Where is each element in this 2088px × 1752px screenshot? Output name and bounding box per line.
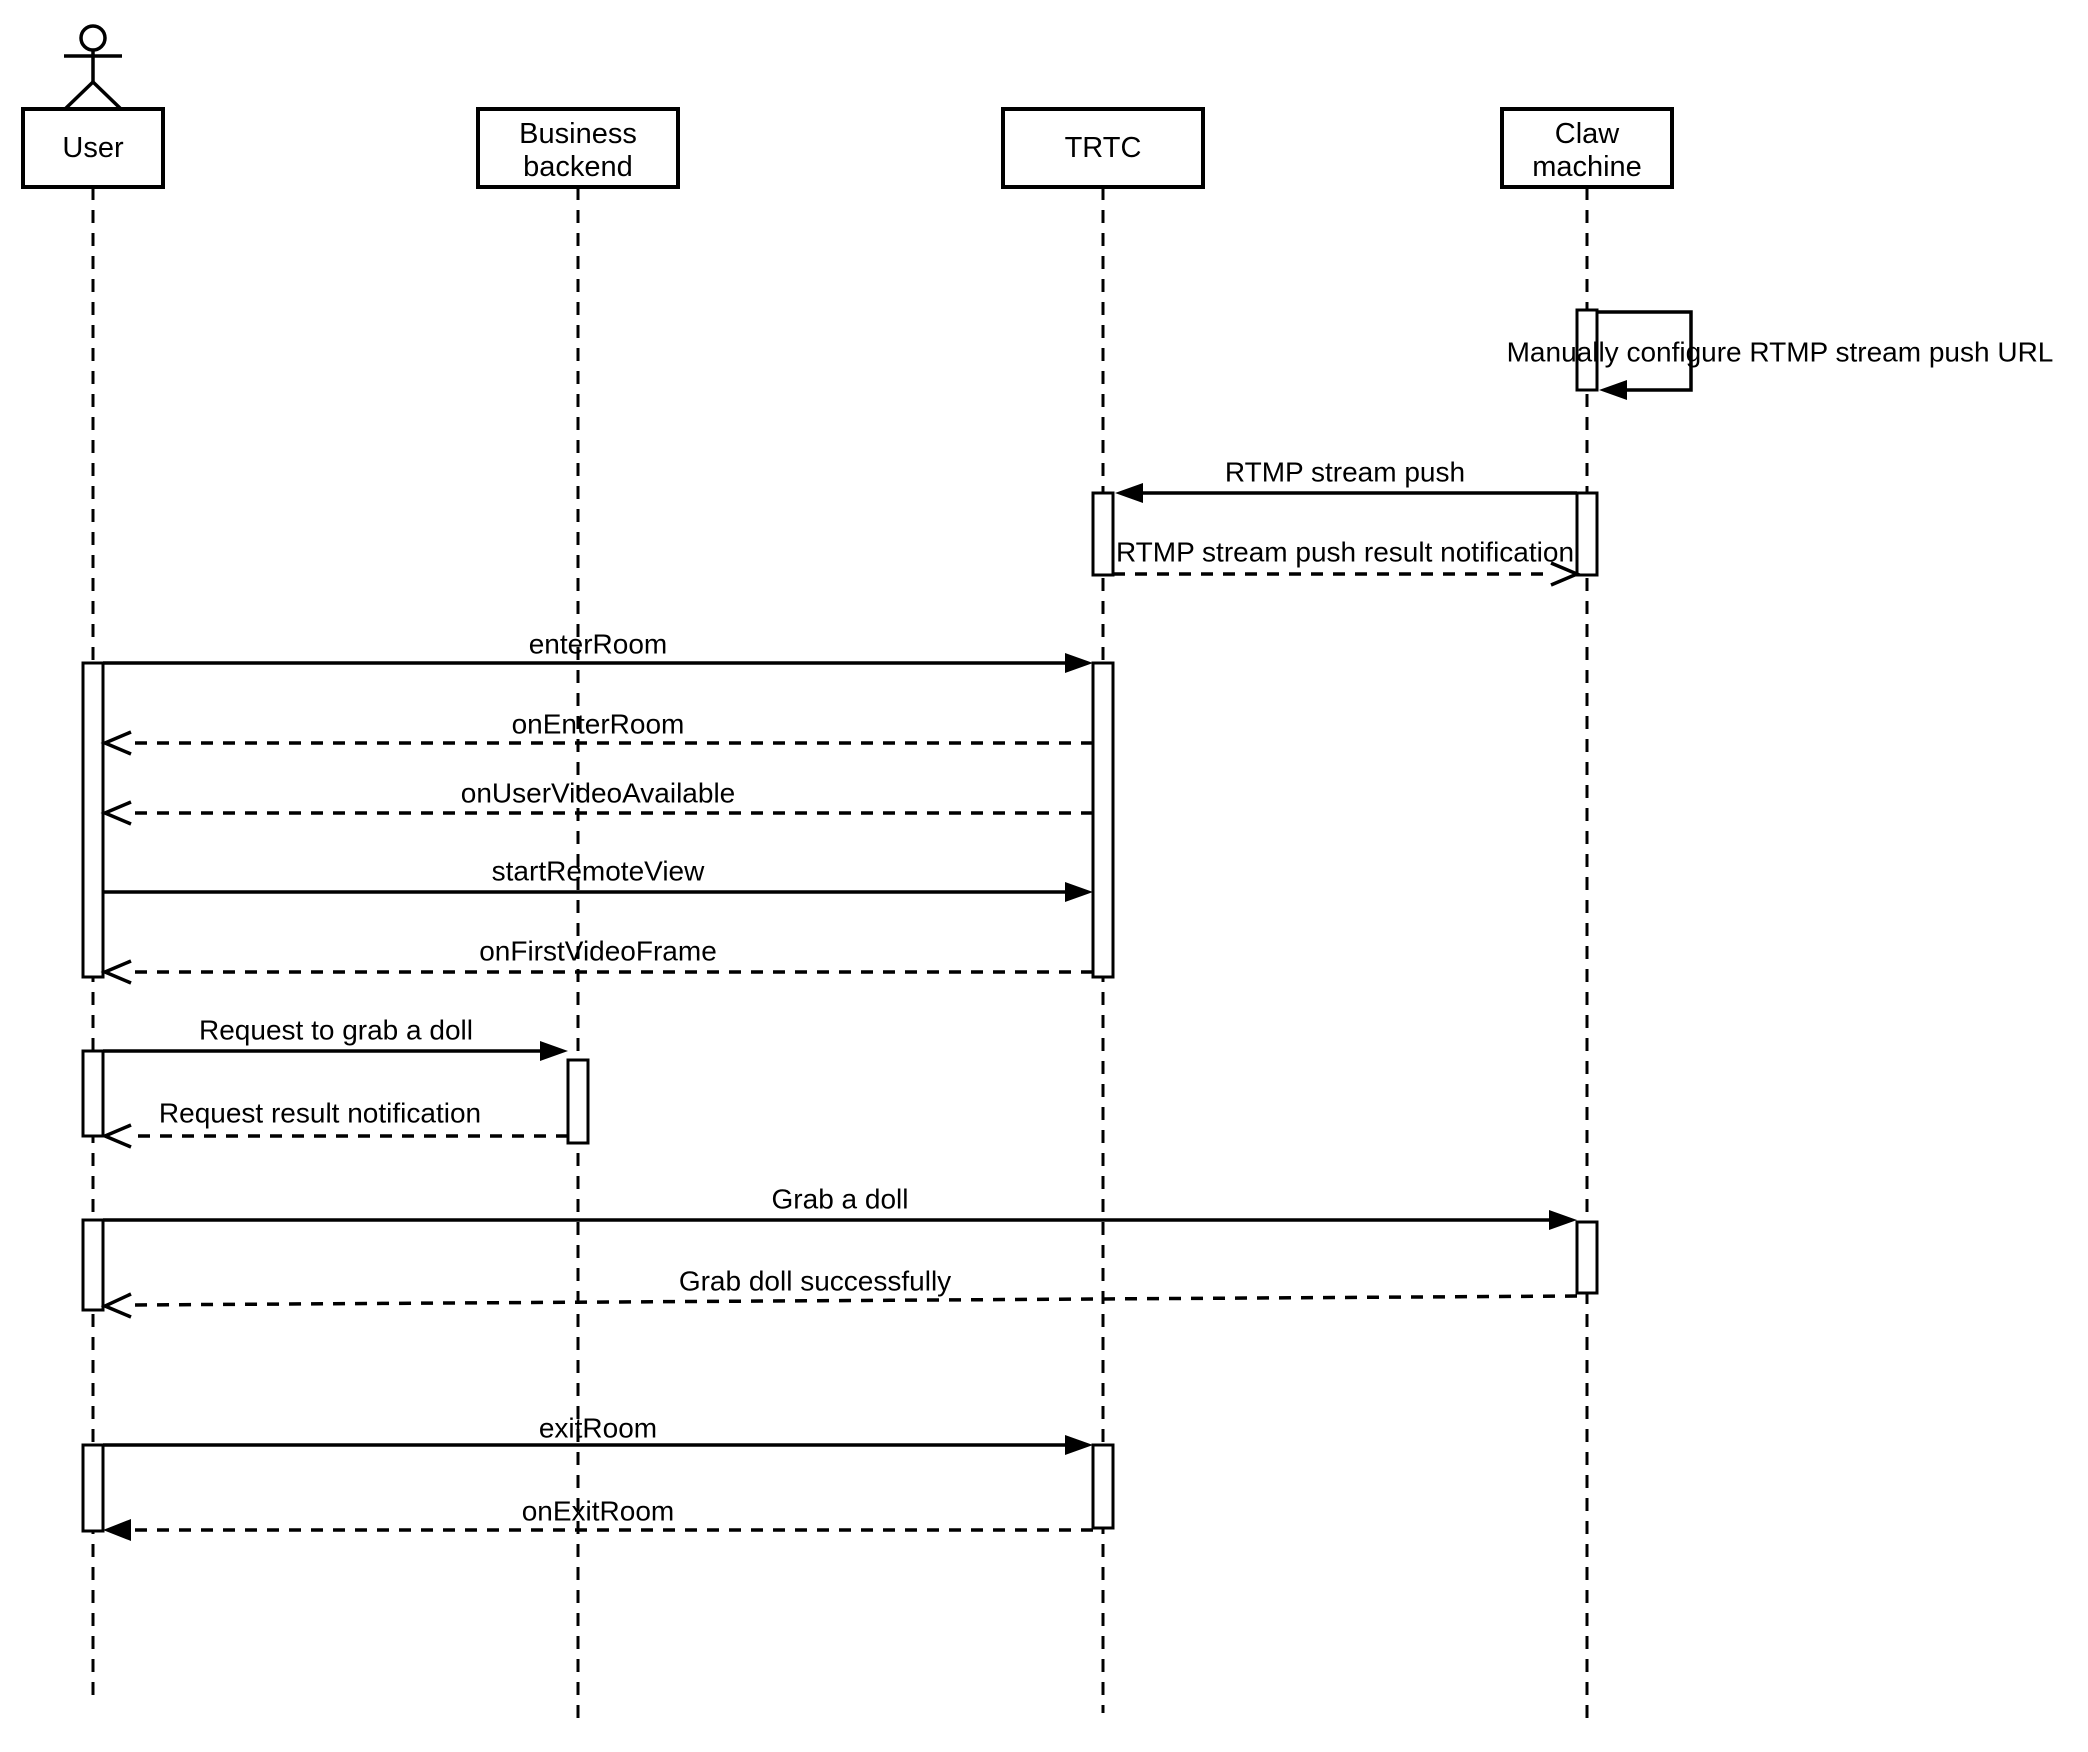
message-grab-doll: Grab a doll [103,1184,1577,1230]
message-rtmp-push-result: RTMP stream push result notification [1113,537,1582,587]
activation-claw-rtmp [1575,491,1599,577]
actor-icon [62,24,124,112]
participant-box-user [21,107,165,189]
actor-head [79,24,107,52]
message-label: onUserVideoAvailable [461,778,736,809]
arrowhead-filled-right-icon [540,1041,568,1061]
arrowhead-filled-left-icon [1115,483,1143,503]
participant-trtc: TRTC [1001,107,1205,189]
arrowhead-filled-left-icon [103,1519,131,1541]
message-label: Request result notification [159,1098,481,1129]
activation-user-room [81,661,105,979]
message-label: Request to grab a doll [199,1015,473,1046]
message-label: RTMP stream push [1225,457,1465,488]
participant-label-user: User [62,132,124,164]
message-label: exitRoom [539,1413,657,1444]
activation-claw-self [1575,308,1599,392]
message-on-enter-room: onEnterRoom [100,709,1093,756]
message-configure-rtmp: Manually configure RTMP stream push URL [1507,310,2054,400]
activation-claw-grab [1575,1220,1599,1295]
participant-label-claw-line1: Claw [1555,118,1621,150]
participant-business-backend: Business backend [476,107,680,189]
message-label: RTMP stream push result notification [1116,537,1574,568]
message-label: Manually configure RTMP stream push URL [1507,337,2054,368]
participant-box-trtc [1001,107,1205,189]
participant-box-business-backend [476,107,680,189]
arrowhead-filled-right-icon [1065,1435,1093,1455]
actor-leg-left [62,80,95,112]
message-on-first-video-frame: onFirstVideoFrame [100,936,1093,985]
arrowhead-open-left-icon [100,959,132,985]
message-label: enterRoom [529,629,668,660]
activation-trtc-exit [1091,1443,1115,1530]
message-grab-doll-success: Grab doll successfully [100,1266,1578,1319]
participant-label-business-line1: Business [519,118,637,150]
message-label: Grab doll successfully [679,1266,951,1297]
activation-business-request [566,1058,590,1145]
message-start-remote-view: startRemoteView [103,856,1093,902]
message-request-result: Request result notification [100,1098,568,1149]
participant-label-claw-line2: machine [1532,151,1642,183]
participant-box-claw-machine [1500,107,1674,189]
arrowhead-open-left-icon [100,1292,132,1319]
message-on-exit-room: onExitRoom [103,1496,1093,1541]
arrowhead-open-left-icon [100,730,132,756]
participant-label-business-line2: backend [523,151,633,183]
arrowhead-open-left-icon [100,1123,132,1149]
participant-user: User [21,107,165,189]
activation-user-grab [81,1218,105,1312]
message-label: startRemoteView [492,856,705,887]
message-enter-room: enterRoom [103,629,1093,673]
arrowhead-filled-right-icon [1065,653,1093,673]
arrowhead-filled-right-icon [1549,1210,1577,1230]
message-label: onFirstVideoFrame [479,936,717,967]
message-label: onEnterRoom [512,709,685,740]
message-on-user-video-available: onUserVideoAvailable [100,778,1093,826]
activation-user-exit [81,1443,105,1533]
message-label: onExitRoom [522,1496,675,1527]
participant-label-trtc: TRTC [1065,132,1142,164]
arrowhead-filled-right-icon [1065,882,1093,902]
self-message-loop [1597,310,1693,392]
actor-leg-right [91,80,124,112]
participant-claw-machine: Claw machine [1500,107,1674,189]
arrowhead-open-right-icon [1550,561,1582,587]
arrowhead-filled-left-icon [1599,380,1627,400]
message-exit-room: exitRoom [103,1413,1093,1455]
activation-trtc-room [1091,661,1115,979]
message-line [128,1294,1578,1307]
message-request-grab-doll: Request to grab a doll [103,1015,568,1061]
activation-user-request [81,1049,105,1138]
message-label: Grab a doll [772,1184,909,1215]
message-rtmp-stream-push: RTMP stream push [1115,457,1577,503]
activation-trtc-rtmp [1091,491,1115,577]
arrowhead-open-left-icon [100,800,132,826]
